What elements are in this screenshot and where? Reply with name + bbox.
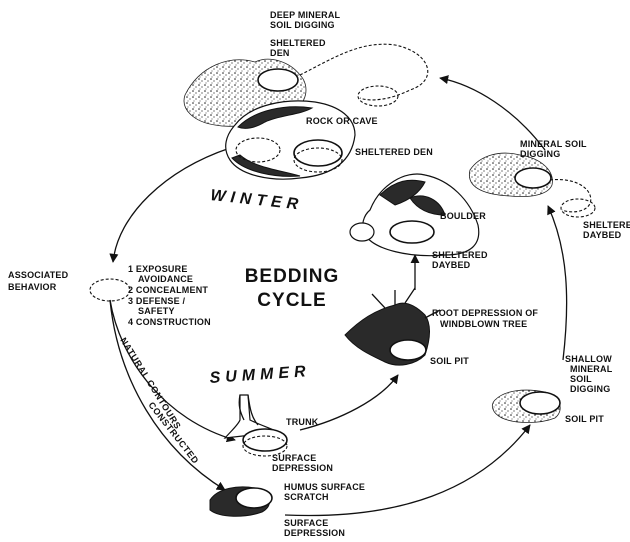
shallow-label-3: SOIL (570, 374, 592, 384)
behavior-item-4: 3 DEFENSE / (128, 296, 186, 306)
behavior-label-2: BEHAVIOR (8, 282, 57, 292)
surface-depression-1b: DEPRESSION (272, 463, 333, 473)
summer-label: SUMMER (209, 363, 311, 387)
center-title-line2: CYCLE (257, 290, 326, 311)
sheltered-daybed-right-1: SHELTERED (583, 220, 630, 230)
behavior-item-1: 1 EXPOSURE (128, 264, 188, 274)
behavior-item-6: 4 CONSTRUCTION (128, 317, 211, 327)
soil-pit-shallow (520, 392, 560, 414)
sheltered-daybed-center-2: DAYBED (432, 260, 471, 270)
arrow-winter-to-behavior (113, 148, 230, 262)
sheltered-den-label: SHELTERED DEN (355, 147, 433, 157)
den-bed-rock (294, 140, 342, 166)
deep-mineral-label-1: DEEP MINERAL (270, 10, 341, 20)
shallow-mineral-soil (492, 390, 560, 422)
sheltered-daybed-center-1: SHELTERED (432, 250, 488, 260)
mineral-soil-label-2: DIGGING (520, 149, 560, 159)
den-bed-top (258, 69, 298, 91)
trunk-label: TRUNK (286, 417, 319, 427)
sheltered-den-top-2: DEN (270, 48, 290, 58)
behavior-item-3: 2 CONCEALMENT (128, 285, 208, 295)
humus-scratch (210, 487, 272, 516)
deep-mineral-label-2: SOIL DIGGING (270, 20, 335, 30)
shallow-label-4: DIGGING (570, 384, 610, 394)
mineral-soil-label-1: MINERAL SOIL (520, 139, 587, 149)
surface-depression-2b: DEPRESSION (284, 528, 345, 538)
sheltered-den-top-1: SHELTERED (270, 38, 326, 48)
humus-label-1: HUMUS SURFACE (284, 482, 365, 492)
surface-depression-1a: SURFACE (272, 453, 316, 463)
root-depression-label-2: WINDBLOWN TREE (440, 319, 527, 329)
soil-pit-root (390, 340, 426, 360)
behavior-item-2: AVOIDANCE (138, 274, 193, 284)
soil-pit-label-1: SOIL PIT (430, 356, 469, 366)
winter-label: WINTER (210, 187, 304, 214)
surface-depression-trunk (243, 429, 287, 451)
shallow-label-1: SHALLOW (565, 354, 612, 364)
trunk-surface (225, 395, 287, 456)
humus-label-2: SCRATCH (284, 492, 329, 502)
shallow-label-2: MINERAL (570, 364, 613, 374)
soil-pit-label-2: SOIL PIT (565, 414, 604, 424)
rock-or-cave-label: ROCK OR CAVE (306, 116, 378, 126)
sheltered-daybed-right-2: DAYBED (583, 230, 622, 240)
surface-depression-humus (236, 488, 272, 508)
boulder-label: BOULDER (440, 211, 486, 221)
daybed-mineral (515, 168, 551, 188)
behavior-item-5: SAFETY (138, 306, 175, 316)
center-title-line1: BEDDING (245, 266, 340, 287)
arrow-constructed (110, 300, 225, 490)
behavior-bed (90, 279, 130, 301)
root-depression-label-1: ROOT DEPRESSION OF (432, 308, 538, 318)
surface-depression-2a: SURFACE (284, 518, 328, 528)
mineral-soil-daybed (469, 153, 595, 217)
arrow-soilpit-to-mineral (548, 206, 567, 360)
windblown-tree-root (345, 288, 440, 365)
daybed-boulder (390, 221, 434, 243)
behavior-label-1: ASSOCIATED (8, 270, 69, 280)
